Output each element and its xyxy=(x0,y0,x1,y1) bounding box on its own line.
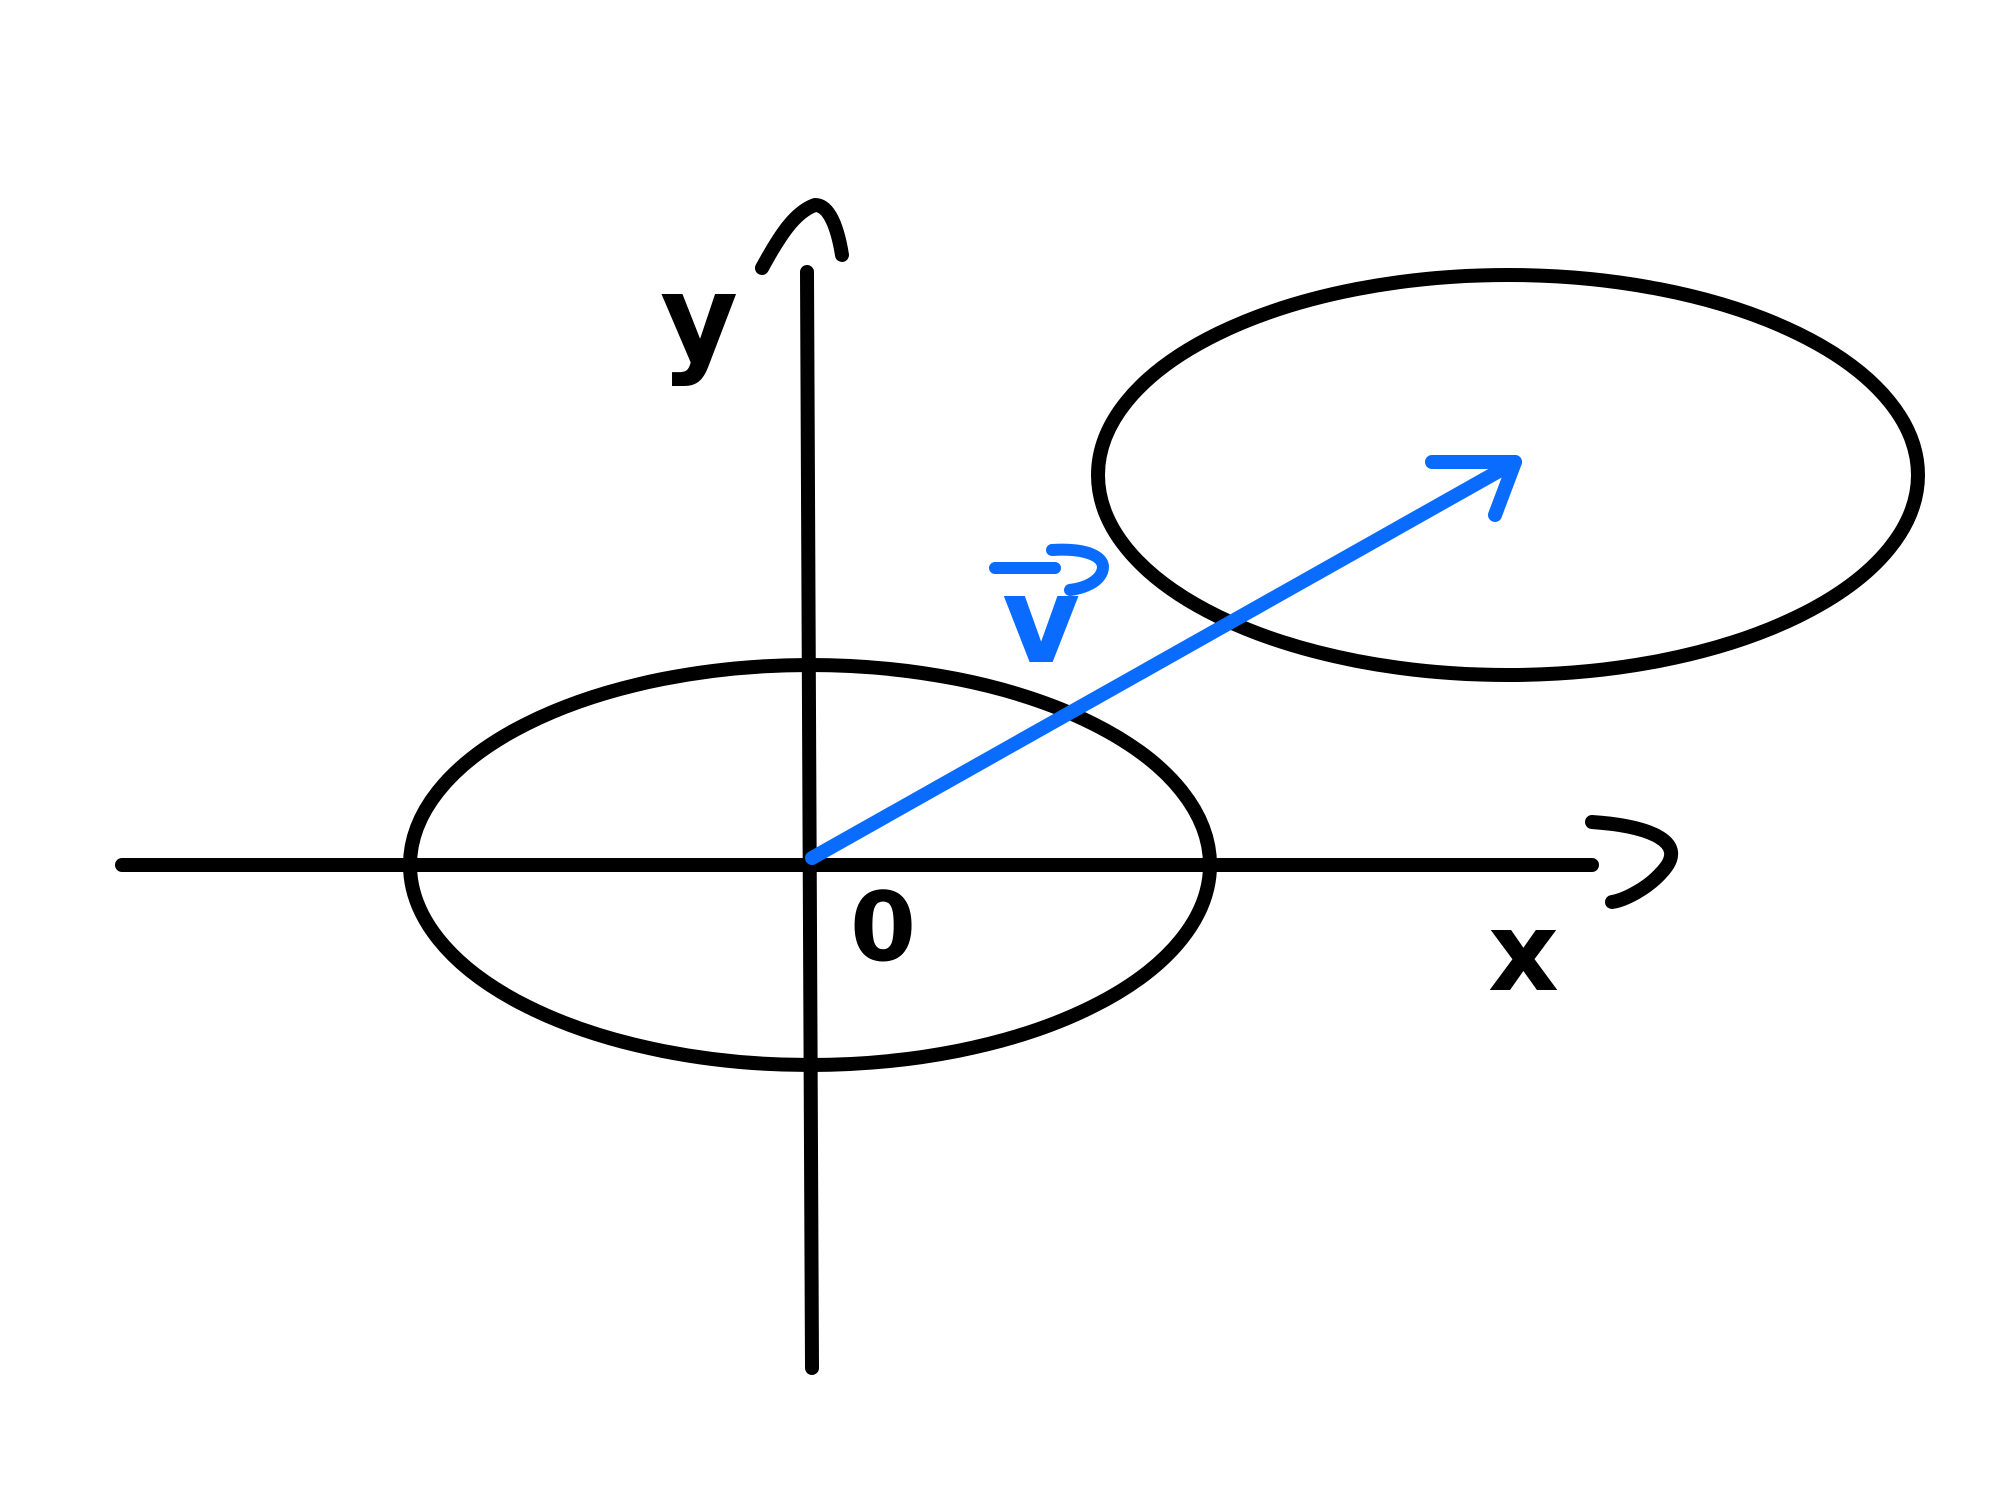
vector-v-line xyxy=(805,455,1522,865)
translated-ellipse xyxy=(1091,268,1925,682)
x-axis-arrowhead xyxy=(1585,815,1679,909)
origin-label: 0 xyxy=(850,873,916,983)
y-axis-arrowhead xyxy=(755,198,849,275)
vector-v-arrowhead xyxy=(1425,455,1522,522)
vector-v-label: v xyxy=(1002,552,1080,691)
y-axis-line xyxy=(800,265,819,1375)
x-axis-label: x xyxy=(1488,888,1559,1016)
origin-ellipse xyxy=(403,658,1217,1072)
y-axis-label: y xyxy=(660,250,738,389)
vector-arrow-icon xyxy=(989,543,1109,596)
